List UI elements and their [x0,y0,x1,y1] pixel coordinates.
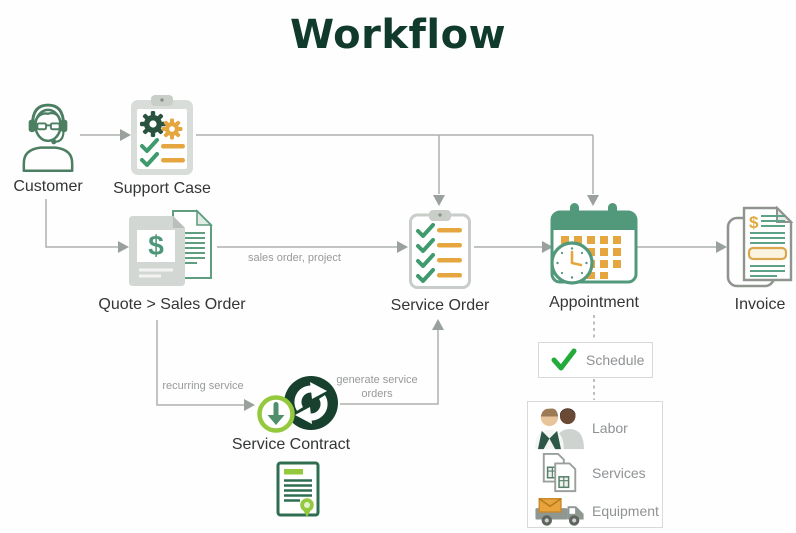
contract-certificate-icon [276,461,320,517]
schedule-box: Schedule [538,342,653,378]
gear-dark [140,111,183,140]
edge-label-sales-order-project: sales order, project [248,252,341,264]
resource-row-labor: Labor [528,404,662,452]
clock-icon [550,241,594,285]
sync-arrows-icon [284,376,338,430]
gear-orange [161,118,183,140]
appointment-calendar-icon [550,203,638,285]
node-invoice: $ Invoice [720,206,796,314]
services-documents-icon [528,452,592,494]
edge-label-recurring-service: recurring service [162,380,244,392]
page-title: Workflow [289,12,507,58]
equipment-truck-icon [528,494,592,528]
resource-row-equipment: Equipment [528,494,662,528]
node-support-case: Support Case [113,94,211,198]
customer-headset-person-icon [22,103,74,173]
edge-label-generate-service-orders: generate service orders [336,374,418,400]
services-label: Services [592,465,646,481]
node-customer: Customer [4,98,92,196]
dollar-glyph: $ [148,230,164,261]
labor-people-icon [528,404,592,452]
schedule-label: Schedule [586,352,645,368]
service-order-label: Service Order [390,297,490,314]
invoice-dollar-glyph: $ [749,213,759,232]
node-appointment: Appointment [534,202,654,312]
quote-sales-order-label: Quote > Sales Order [98,296,246,313]
appointment-label: Appointment [549,294,639,311]
resource-row-services: Services [528,452,662,494]
download-recurring-badge-icon [257,395,295,433]
quote-sales-order-documents-icon: $ [129,209,213,286]
support-case-label: Support Case [113,180,211,197]
service-contract-label: Service Contract [231,436,351,453]
invoice-documents-icon: $ [726,206,794,288]
node-service-order: Service Order [378,209,502,315]
equipment-label: Equipment [592,503,659,519]
edge-support-case-to-order-and-appointment [196,134,594,194]
support-case-clipboard-icon [131,95,193,175]
schedule-check-icon [551,348,577,371]
labor-label: Labor [592,420,628,436]
invoice-label: Invoice [734,296,786,313]
service-order-checklist-icon [409,210,471,289]
node-quote-sales-order: $ Quote > Sales Order [97,208,247,314]
resources-box: Labor Services [527,401,663,528]
customer-label: Customer [13,178,83,195]
